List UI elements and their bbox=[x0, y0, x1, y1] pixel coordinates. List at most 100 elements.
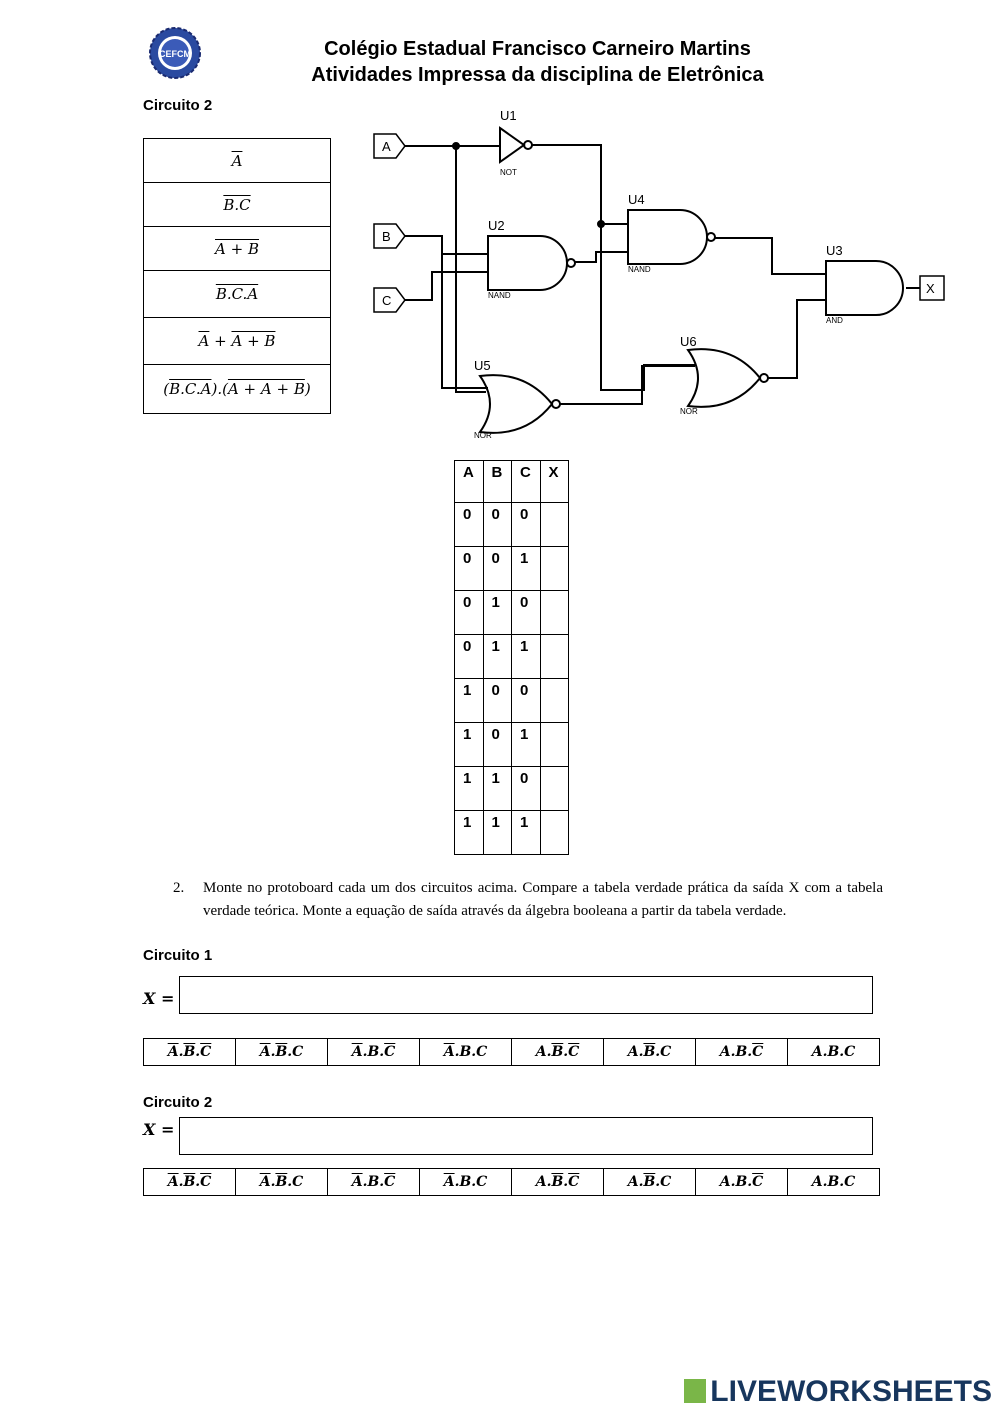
expression-part: A bbox=[198, 332, 210, 350]
svg-text:NOT: NOT bbox=[500, 168, 517, 177]
svg-text:U5: U5 bbox=[474, 358, 491, 373]
minterm-literal: B bbox=[275, 1174, 288, 1190]
minterm-literal: C bbox=[476, 1174, 488, 1190]
input-c-label: C bbox=[382, 293, 391, 308]
minterm-cell: A.B.C bbox=[603, 1168, 696, 1196]
minterm-literal: B bbox=[735, 1174, 748, 1190]
minterm-literal: B bbox=[459, 1174, 472, 1190]
svg-text:NOR: NOR bbox=[680, 407, 698, 416]
minterm-literal: C bbox=[568, 1174, 580, 1190]
input-pin-c: C bbox=[373, 287, 406, 313]
truth-table-x-answer-cell[interactable] bbox=[539, 590, 569, 635]
truth-table-x-answer-cell[interactable] bbox=[539, 722, 569, 767]
minterm-literal: A bbox=[719, 1044, 731, 1060]
svg-text:NOR: NOR bbox=[474, 431, 492, 440]
truth-table-x-answer-cell[interactable] bbox=[539, 678, 569, 723]
logo-text: CEFCM bbox=[159, 49, 191, 59]
expression-row: (B.C.A).(A + A + B) bbox=[143, 364, 331, 414]
expression-row: A bbox=[143, 138, 331, 183]
truth-table-cell: 0 bbox=[482, 678, 512, 723]
school-logo: CEFCM bbox=[148, 26, 202, 80]
truth-table-cell: 1 bbox=[454, 678, 484, 723]
minterm-literal: B bbox=[459, 1044, 472, 1060]
truth-table-header: C bbox=[511, 460, 541, 503]
truth-table-x-answer-cell[interactable] bbox=[539, 810, 569, 855]
expression-part: A + B bbox=[215, 239, 259, 258]
minterm-cell: A.B.C bbox=[787, 1038, 880, 1066]
expression-part: B.C.A bbox=[215, 285, 259, 303]
expression-row: B.C.A bbox=[143, 270, 331, 318]
expression-part: B.C bbox=[223, 195, 251, 214]
minterm-literal: C bbox=[292, 1044, 304, 1060]
truth-table-x-answer-cell[interactable] bbox=[539, 766, 569, 811]
truth-table-cell: 0 bbox=[454, 590, 484, 635]
question-2: 2. Monte no protoboard cada um dos circu… bbox=[173, 877, 883, 923]
expression-part: + bbox=[209, 332, 232, 350]
logic-circuit-diagram: A B C X bbox=[360, 100, 960, 445]
truth-table-cell: 1 bbox=[454, 722, 484, 767]
minterm-literal: C bbox=[844, 1044, 856, 1060]
liveworksheets-icon bbox=[684, 1379, 707, 1403]
svg-text:U6: U6 bbox=[680, 334, 697, 349]
question-number: 2. bbox=[173, 880, 185, 896]
circuit2-answer-box[interactable] bbox=[179, 1117, 873, 1155]
x-equals-label-1: X = bbox=[143, 989, 175, 1008]
liveworksheets-logo: LIVEWORKSHEETS bbox=[684, 1375, 992, 1409]
minterm-cell: A.B.C bbox=[695, 1168, 788, 1196]
minterm-literal: A bbox=[443, 1044, 455, 1060]
truth-table-cell: 0 bbox=[511, 590, 541, 635]
output-x-label: X bbox=[926, 281, 935, 296]
minterm-literal: C bbox=[200, 1174, 212, 1190]
truth-table-cell: 1 bbox=[511, 634, 541, 679]
minterm-literal: B bbox=[367, 1044, 380, 1060]
expression-part: B.C.A bbox=[169, 380, 212, 398]
gate-u3-and: U3 AND bbox=[825, 243, 904, 325]
minterm-literal: C bbox=[752, 1174, 764, 1190]
truth-table-x-answer-cell[interactable] bbox=[539, 546, 569, 591]
minterm-literal: B bbox=[827, 1044, 840, 1060]
svg-text:NAND: NAND bbox=[628, 265, 651, 274]
minterm-literal: A bbox=[535, 1044, 547, 1060]
minterm-literal: B bbox=[735, 1044, 748, 1060]
truth-table-cell: 1 bbox=[482, 590, 512, 635]
circuit1-answer-box[interactable] bbox=[179, 976, 873, 1014]
minterm-literal: A bbox=[259, 1174, 271, 1190]
expression-cell: A + A + B bbox=[143, 317, 331, 365]
truth-table-x-answer-cell[interactable] bbox=[539, 634, 569, 679]
truth-table-cell: 0 bbox=[511, 766, 541, 811]
truth-table-cell: 1 bbox=[511, 722, 541, 767]
minterm-cell: A.B.C bbox=[143, 1168, 236, 1196]
minterm-literal: C bbox=[752, 1044, 764, 1060]
input-b-label: B bbox=[382, 229, 391, 244]
truth-table-cell: 0 bbox=[511, 678, 541, 723]
expression-part: ( bbox=[163, 380, 170, 398]
expression-part: A bbox=[231, 151, 243, 170]
minterm-literal: A bbox=[627, 1174, 639, 1190]
expression-cell: B.C.A bbox=[143, 270, 331, 318]
expression-row: B.C bbox=[143, 182, 331, 227]
minterm-literal: C bbox=[476, 1044, 488, 1060]
minterm-literal: A bbox=[627, 1044, 639, 1060]
expression-part: A + B bbox=[231, 332, 276, 350]
minterm-cell: A.B.C bbox=[419, 1038, 512, 1066]
expression-cell: A + B bbox=[143, 226, 331, 271]
gate-u1-not: U1 NOT bbox=[499, 108, 533, 177]
minterm-literal: B bbox=[183, 1044, 196, 1060]
truth-table-x-answer-cell[interactable] bbox=[539, 502, 569, 547]
minterm-cell: A.B.C bbox=[787, 1168, 880, 1196]
input-pin-a: A bbox=[373, 133, 406, 159]
circuit2-title: Circuito 2 bbox=[143, 97, 213, 114]
expression-cell: (B.C.A).(A + A + B) bbox=[143, 364, 331, 414]
minterm-cell: A.B.C bbox=[603, 1038, 696, 1066]
truth-table-cell: 0 bbox=[482, 502, 512, 547]
minterm-cell: A.B.C bbox=[327, 1168, 420, 1196]
minterm-literal: A bbox=[719, 1174, 731, 1190]
expression-row: A + B bbox=[143, 226, 331, 271]
expression-part: ) bbox=[304, 380, 311, 398]
minterm-literal: B bbox=[643, 1174, 656, 1190]
minterm-literal: C bbox=[568, 1044, 580, 1060]
